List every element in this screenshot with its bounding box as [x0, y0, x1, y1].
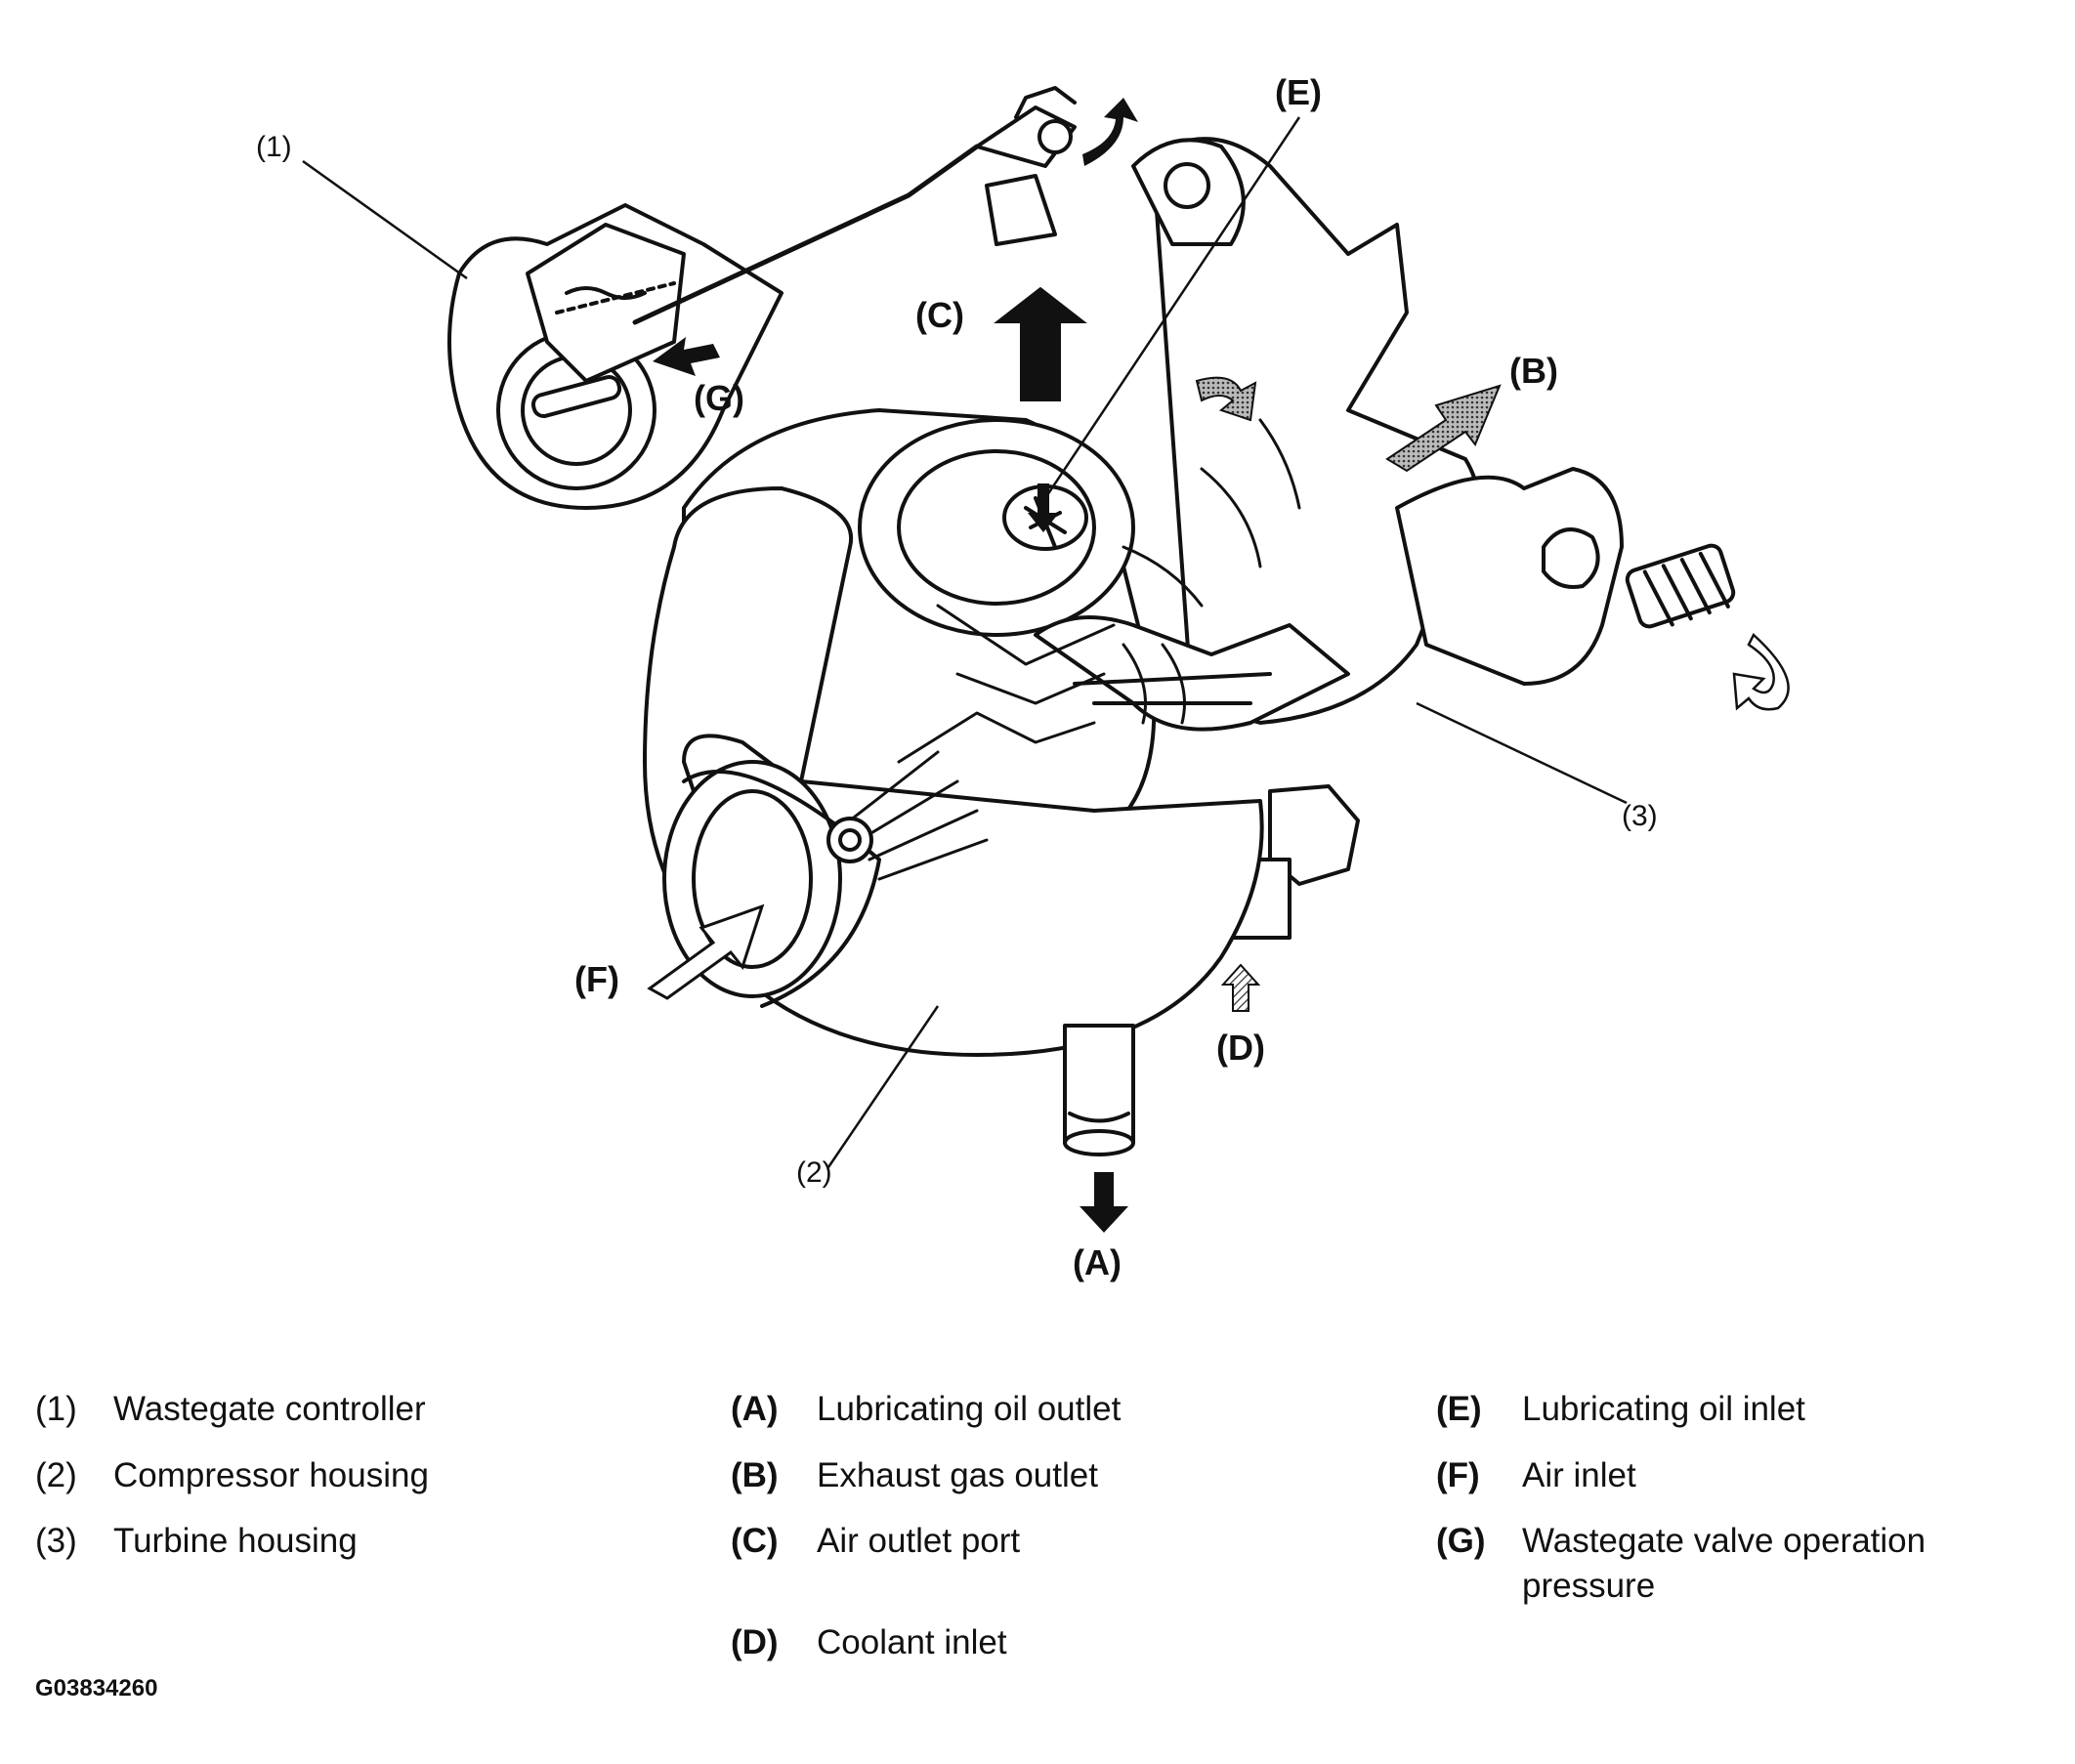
legend-key: (3)	[35, 1522, 77, 1560]
legend-text: Exhaust gas outlet	[817, 1455, 1098, 1494]
leader-lines	[302, 116, 1628, 1168]
air-inlet-arrow	[647, 903, 765, 1000]
exhaust-outlet-arrow	[1385, 384, 1502, 473]
legend-text: Air outlet port	[817, 1522, 1021, 1560]
legend-key: (B)	[731, 1455, 779, 1494]
oil-inlet-arrow	[1028, 483, 1059, 532]
rotation-arrow-lever	[1082, 98, 1138, 166]
callout-E: (E)	[1275, 72, 1322, 112]
callout-D: (D)	[1216, 1028, 1265, 1068]
legend-key: (D)	[731, 1622, 779, 1661]
callout-G: (G)	[694, 378, 744, 418]
callout-C: (C)	[915, 295, 964, 335]
figure-id: G03834260	[35, 1675, 158, 1701]
internal-detail-lines	[897, 418, 1301, 764]
legend-key: (2)	[35, 1455, 77, 1494]
wastegate-controller	[447, 86, 1077, 510]
legend-key: (1)	[35, 1390, 77, 1428]
legend-row: (F) Air inlet	[1436, 1453, 2052, 1498]
callout-2: (2)	[796, 1156, 832, 1189]
legend-row: (A) Lubricating oil outlet	[731, 1387, 1356, 1432]
legend-row: (1) Wastegate controller	[35, 1387, 641, 1432]
air-outlet-arrow	[994, 286, 1087, 401]
legend-numbered-parts: (1) Wastegate controller (2) Compressor ho…	[35, 1387, 641, 1585]
legend-row: (D) Coolant inlet	[731, 1620, 1356, 1665]
legend-flows-a-d: (A) Lubricating oil outlet (B) Exhaust gas…	[731, 1387, 1356, 1686]
legend-flows-e-g: (E) Lubricating oil inlet (F) Air inlet (G…	[1436, 1387, 2052, 1629]
legend-row: (3) Turbine housing	[35, 1519, 641, 1564]
legend-row: (2) Compressor housing	[35, 1453, 641, 1498]
callout-F: (F)	[574, 959, 619, 999]
legend-text: Turbine housing	[113, 1522, 358, 1560]
legend-text: Lubricating oil outlet	[817, 1390, 1122, 1428]
legend-text: Compressor housing	[113, 1455, 429, 1494]
legend-row: (C) Air outlet port	[731, 1519, 1356, 1564]
exhaust-flow-arrow	[1195, 376, 1257, 422]
legend-text: Coolant inlet	[817, 1622, 1007, 1661]
coolant-inlet-arrow	[1220, 963, 1261, 1012]
callout-B: (B)	[1509, 351, 1558, 391]
legend-key: (A)	[731, 1390, 779, 1428]
turbocharger-diagram: (1) (2) (3) (A) (B) (C) (D) (E) (F) (G)	[256, 72, 1790, 1282]
callout-1: (1)	[256, 131, 292, 163]
legend-row: (G) Wastegate valve operation pressure	[1436, 1519, 2052, 1608]
oil-outlet-arrow	[1080, 1172, 1128, 1233]
legend-key: (F)	[1436, 1455, 1480, 1494]
turbine-housing	[1131, 137, 1736, 725]
legend-key: (E)	[1436, 1390, 1482, 1428]
callout-A: (A)	[1073, 1242, 1122, 1282]
legend-key: (G)	[1436, 1522, 1486, 1560]
legend-key: (C)	[731, 1522, 779, 1560]
callout-3: (3)	[1622, 800, 1658, 832]
rotation-arrow-turbine	[1732, 632, 1790, 711]
legend-row: (E) Lubricating oil inlet	[1436, 1387, 2052, 1432]
wastegate-pressure-arrow	[653, 337, 720, 376]
legend-text: Wastegate valve operation pressure	[1522, 1522, 1927, 1605]
legend-text: Lubricating oil inlet	[1522, 1390, 1805, 1428]
legend-text: Wastegate controller	[113, 1390, 426, 1428]
legend-text: Air inlet	[1522, 1455, 1636, 1494]
legend-row: (B) Exhaust gas outlet	[731, 1453, 1356, 1498]
